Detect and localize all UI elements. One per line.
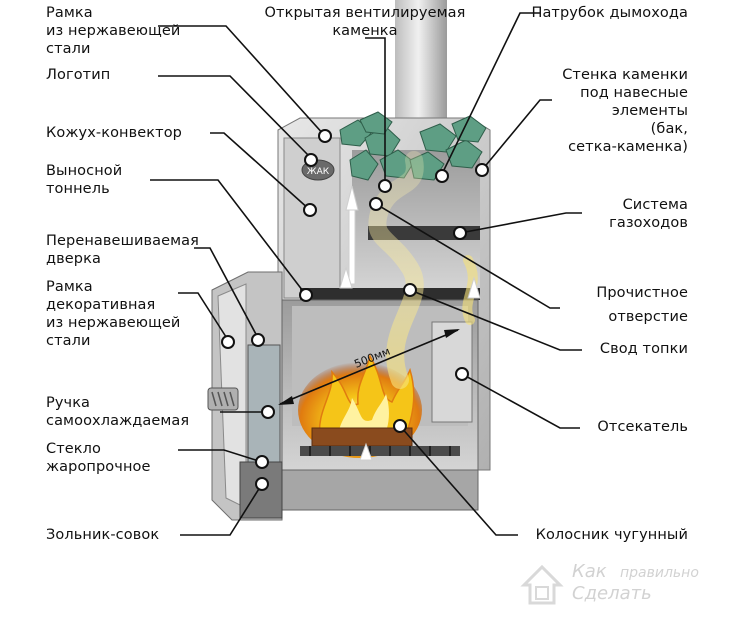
watermark-house-icon: Как правильно Сделать <box>520 561 699 605</box>
label-grate: Колосник чугунный <box>535 527 688 543</box>
watermark-line2: правильно <box>620 565 699 581</box>
air-flow-arrows <box>339 185 481 461</box>
leader-dots <box>221 129 489 491</box>
watermark-line1: Как <box>572 561 607 582</box>
door-glass <box>247 344 281 466</box>
label-casing: Кожух-конвектор <box>46 125 182 141</box>
gas-duct-lower <box>300 288 480 300</box>
label-ash: Зольник-совок <box>46 527 160 543</box>
label-cutter: Отсекатель <box>597 419 688 435</box>
watermark: Как правильно Сделать <box>520 555 725 610</box>
label-chimney-pipe: Патрубок дымохода <box>531 5 688 21</box>
label-firebox-vault: Свод топки <box>599 341 688 357</box>
door-handle <box>207 387 239 411</box>
dimension-line <box>279 329 459 405</box>
heater-stones <box>339 111 487 181</box>
dimension-arrow-end <box>444 329 460 338</box>
flame <box>318 353 415 441</box>
dimension-arrow-start <box>278 396 294 405</box>
leader-lines <box>150 12 582 536</box>
watermark-line3: Сделать <box>572 583 652 604</box>
grate <box>300 446 460 456</box>
smoke-flow <box>368 151 424 389</box>
stove-logo-text: ЖАК <box>307 167 330 177</box>
label-logo: Логотип <box>46 67 111 83</box>
ash-pan <box>281 469 479 511</box>
handle-spring <box>211 391 235 407</box>
